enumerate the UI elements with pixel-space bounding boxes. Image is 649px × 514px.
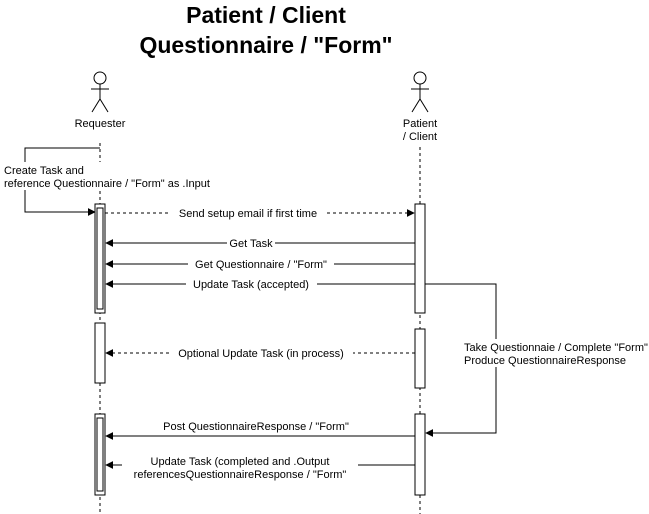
requester-activation-bar — [94, 203, 106, 314]
message-label: Get Questionnaire / "Form" — [195, 259, 327, 271]
patient-activation-bar — [414, 413, 426, 496]
message-label-background — [122, 453, 358, 481]
message-label: Send setup email if first time — [179, 208, 317, 220]
requester-actor: Requester — [75, 71, 126, 130]
message-label: Get Task — [229, 238, 273, 250]
requester-label: Requester — [75, 118, 126, 130]
message-label: Update Task (accepted) — [193, 279, 309, 291]
side-note-line1: Take Questionnaie / Complete "Form" — [464, 342, 648, 354]
side-note-line2: Produce QuestionnaireResponse — [464, 355, 626, 367]
message-label-background — [227, 236, 275, 250]
diagram-title-line2: Questionnaire / "Form" — [139, 32, 392, 58]
self-note-background — [2, 162, 212, 190]
message-label-background — [188, 257, 334, 271]
requester-activation-bar — [94, 322, 106, 384]
self-note-line1: Create Task and — [4, 165, 84, 177]
patient-label-line2: / Client — [403, 131, 437, 143]
message-label-background — [169, 346, 353, 360]
message-label: Optional Update Task (in process) — [178, 348, 344, 360]
patient-client-actor: Patient / Client — [403, 71, 437, 143]
message-label-line1: Update Task (completed and .Output — [151, 456, 330, 468]
message-label-background — [186, 277, 317, 291]
patient-label-line1: Patient — [403, 118, 437, 130]
message-label: Post QuestionnaireResponse / "Form" — [163, 421, 349, 433]
patient-activation-bar — [414, 328, 426, 389]
message-label-background — [152, 419, 360, 433]
diagram-title-line1: Patient / Client — [186, 2, 346, 28]
requester-activation-bar-inner — [96, 417, 104, 492]
patient-activation-bar — [414, 203, 426, 314]
message-label-line2: referencesQuestionnaireResponse / "Form" — [134, 469, 347, 481]
self-note-line2: reference Questionnaire / "Form" as .Inp… — [4, 178, 210, 190]
stick-figure-icon — [91, 71, 109, 113]
side-note-background — [462, 339, 648, 367]
requester-activation-bar-inner — [96, 207, 104, 310]
requester-activation-bar — [94, 413, 106, 496]
message-label-background — [171, 206, 325, 220]
stick-figure-icon — [411, 71, 429, 113]
